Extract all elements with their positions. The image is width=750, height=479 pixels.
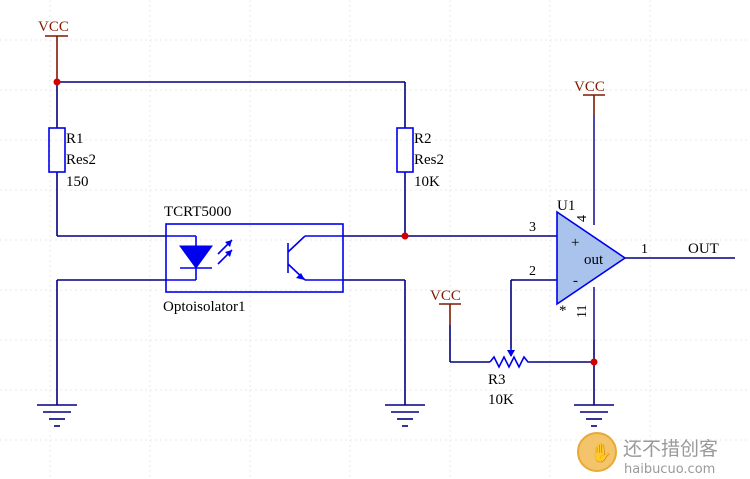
resistor-r1: R1 Res2 150	[48, 127, 96, 190]
optoisolator-tcrt5000: TCRT5000 Optoisolator1	[163, 204, 344, 315]
opamp-designator: U1	[557, 198, 575, 214]
ground-icon	[574, 404, 614, 427]
r2-value: 10K	[414, 174, 440, 190]
pin-number-1: 1	[641, 242, 648, 257]
vcc-label: VCC	[430, 288, 461, 304]
ground-icon	[385, 404, 425, 427]
junction-dot	[590, 358, 598, 366]
opamp-star: *	[559, 303, 567, 319]
watermark-text-cn: 还不措创客	[623, 438, 718, 460]
pin-number-11: 11	[575, 305, 590, 318]
opamp-out-label: out	[584, 252, 604, 268]
r2-comment: Res2	[414, 152, 444, 168]
r2-designator: R2	[414, 131, 432, 147]
optoisolator-comment: TCRT5000	[164, 204, 231, 220]
r1-value: 150	[66, 174, 89, 190]
ground-icon	[37, 404, 77, 427]
vcc-port-top-left: VCC	[38, 19, 69, 82]
wires	[56, 81, 735, 405]
light-emission-arrows-icon	[217, 239, 233, 265]
potentiometer-r3: R3 10K	[488, 348, 530, 408]
junction-dot	[53, 78, 61, 86]
vcc-label: VCC	[574, 79, 605, 95]
optoisolator-designator: Optoisolator1	[163, 299, 246, 315]
led-icon	[166, 235, 213, 281]
phototransistor-icon	[287, 235, 343, 281]
opamp-plus-sign: +	[571, 235, 579, 251]
out-net-label: OUT	[688, 241, 719, 257]
junction-dot	[401, 232, 409, 240]
watermark: ✋ 还不措创客 haibucuo.com	[577, 432, 718, 477]
pin-number-4: 4	[575, 215, 590, 222]
r3-designator: R3	[488, 372, 506, 388]
vcc-label: VCC	[38, 19, 69, 35]
r1-comment: Res2	[66, 152, 96, 168]
watermark-text-en: haibucuo.com	[624, 462, 715, 477]
vcc-port-r3: VCC	[430, 288, 461, 325]
pin-number-3: 3	[529, 220, 536, 235]
vcc-port-opamp: VCC	[574, 79, 605, 115]
svg-text:✋: ✋	[590, 442, 612, 464]
pin-number-2: 2	[529, 264, 536, 279]
r3-value: 10K	[488, 392, 514, 408]
thumbs-up-logo-icon	[577, 432, 617, 472]
opamp-u1: U1 + - out * 3 2 1 4 11	[515, 115, 674, 340]
resistor-r2: R2 Res2 10K	[396, 127, 444, 190]
r1-designator: R1	[66, 131, 84, 147]
opamp-minus-sign: -	[573, 273, 578, 289]
